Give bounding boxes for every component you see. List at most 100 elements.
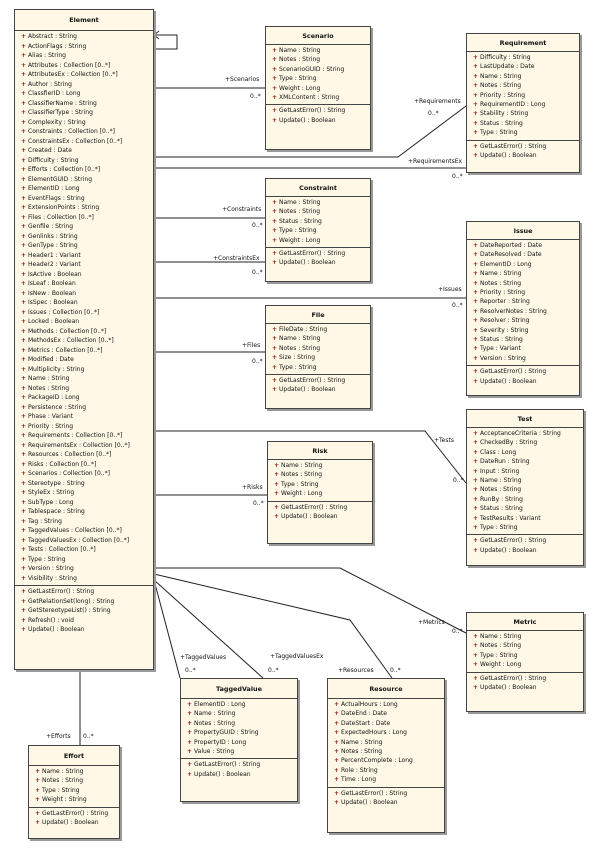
class-title: Effort [29, 746, 119, 766]
operation-row: +Update() : Boolean [266, 116, 370, 125]
attribute-text: Difficulty : String [28, 156, 79, 164]
attribute-row: +Name : String [266, 46, 370, 55]
public-visibility-icon: + [20, 33, 27, 40]
public-visibility-icon: + [20, 422, 27, 430]
attribute-text: Name : String [480, 633, 522, 640]
public-visibility-icon: + [271, 250, 278, 258]
role-taggedvaluesex: +TaggedValuesEx [270, 653, 324, 660]
attribute-text: Status : String [480, 336, 523, 344]
public-visibility-icon: + [20, 118, 27, 126]
operation-row: +GetLastError() : String [266, 106, 370, 115]
public-visibility-icon: + [273, 513, 280, 521]
class-taggedvalue[interactable]: TaggedValue+ElementID : Long+Name : Stri… [180, 678, 298, 802]
class-test[interactable]: Test+AcceptanceCriteria : String+Checked… [466, 409, 584, 566]
attribute-text: PackageID : Long [28, 394, 80, 401]
operation-row: +Update() : Boolean [15, 625, 153, 635]
link-taggedvalues [153, 579, 181, 679]
public-visibility-icon: + [271, 354, 278, 362]
attribute-row: +Issues : Collection [0..*] [15, 308, 153, 318]
class-title: Metric [467, 613, 583, 631]
mult-tests: 0..* [453, 477, 464, 484]
attribute-text: Notes : String [341, 748, 383, 756]
public-visibility-icon: + [472, 368, 479, 376]
class-metric[interactable]: Metric+Name : String+Notes : String+Type… [466, 612, 584, 712]
class-constraint[interactable]: Constraint+Name : String+Notes : String+… [265, 178, 371, 282]
attribute-text: Weight : Long [281, 490, 323, 498]
attribute-text: ClassifierName : String [28, 99, 97, 107]
attribute-row: +Phase : Variant [15, 412, 153, 422]
attribute-row: +Name : String [467, 269, 579, 278]
public-visibility-icon: + [186, 710, 193, 718]
attribute-text: ClassifierType : String [28, 109, 93, 116]
attribute-text: Notes : String [279, 208, 321, 216]
public-visibility-icon: + [20, 432, 27, 439]
class-scenario[interactable]: Scenario+Name : String+Notes : String+Sc… [265, 26, 371, 150]
attribute-text: Stereotype : String [28, 479, 85, 487]
class-element[interactable]: Element+Abstract : String+ActionFlags : … [14, 9, 154, 670]
public-visibility-icon: + [20, 327, 27, 335]
public-visibility-icon: + [20, 261, 27, 268]
operation-row: +Update() : Boolean [467, 683, 583, 692]
mult-scenarios: 0..* [250, 93, 261, 100]
attribute-row: +EventFlags : String [15, 194, 153, 204]
public-visibility-icon: + [20, 597, 27, 605]
attribute-text: PropertyID : Long [194, 738, 247, 746]
class-title: Element [15, 10, 153, 31]
attribute-row: +Type : String [467, 651, 583, 660]
class-requirement[interactable]: Requirement+Difficulty : String+LastUpda… [466, 33, 580, 173]
attribute-row: +ElementGUID : String [15, 175, 153, 185]
attribute-row: +Status : String [467, 119, 579, 128]
attribute-text: Resources : Collection [0..*] [28, 451, 112, 458]
class-file[interactable]: File+FileDate : String+Name : String+Not… [265, 305, 371, 409]
operation-text: GetLastError() : String [480, 368, 547, 376]
class-resource[interactable]: Resource+ActualHours : Long+DateEnd : Da… [327, 678, 445, 833]
operation-text: Update() : Boolean [279, 259, 336, 267]
public-visibility-icon: + [20, 346, 27, 354]
attribute-row: +Weight : Long [266, 84, 370, 93]
public-visibility-icon: + [20, 299, 27, 306]
mult-constraintsex: 0..* [252, 269, 263, 276]
attribute-row: +Type : String [467, 523, 583, 532]
attribute-text: Locked : Boolean [28, 318, 80, 325]
operation-text: GetLastError() : String [281, 503, 348, 511]
attribute-row: +ExpectedHours : Long [328, 728, 444, 737]
operation-compartment: +GetLastError() : String+Update() : Bool… [328, 788, 444, 810]
public-visibility-icon: + [20, 337, 27, 344]
public-visibility-icon: + [472, 251, 479, 259]
class-risk[interactable]: Risk+Name : String+Notes : String+Type :… [267, 441, 373, 544]
public-visibility-icon: + [271, 107, 278, 115]
attribute-row: +IsSpec : Boolean [15, 298, 153, 308]
attribute-text: Size : String [279, 354, 316, 362]
public-visibility-icon: + [472, 514, 479, 522]
public-visibility-icon: + [20, 527, 27, 534]
operation-compartment: +GetLastError() : String+Update() : Bool… [467, 366, 579, 388]
public-visibility-icon: + [472, 260, 479, 268]
link-metrics [154, 567, 467, 634]
public-visibility-icon: + [333, 719, 340, 727]
public-visibility-icon: + [333, 766, 340, 774]
attribute-row: +RequirementsEx : Collection [0..*] [15, 441, 153, 451]
attribute-row: +Name : String [268, 461, 372, 470]
attribute-row: +Name : String [15, 374, 153, 384]
operation-text: Update() : Boolean [480, 152, 537, 160]
class-issue[interactable]: Issue+DateReported : Date+DateResolved :… [466, 221, 580, 396]
public-visibility-icon: + [20, 213, 27, 221]
attribute-row: +GenType : String [15, 241, 153, 251]
mult-efforts: 0..* [83, 733, 94, 740]
operation-text: Refresh() : void [28, 616, 74, 624]
public-visibility-icon: + [271, 326, 278, 333]
attribute-row: +PercentComplete : Long [328, 756, 444, 765]
operation-row: +GetLastError() : String [467, 367, 579, 376]
attribute-row: +Notes : String [15, 384, 153, 394]
public-visibility-icon: + [20, 90, 27, 97]
attribute-row: +AcceptanceCriteria : String [467, 429, 583, 438]
class-effort[interactable]: Effort+Name : String+Notes : String+Type… [28, 745, 120, 839]
attribute-row: +Notes : String [29, 776, 119, 785]
attribute-text: Constraints : Collection [0..*] [28, 128, 115, 135]
attribute-row: +PropertyID : Long [181, 738, 297, 747]
operation-text: GetLastError() : String [194, 761, 261, 769]
attribute-row: +Priority : String [467, 91, 579, 100]
public-visibility-icon: + [472, 336, 479, 344]
attribute-row: +Locked : Boolean [15, 317, 153, 327]
role-risks: +Risks [242, 484, 263, 491]
